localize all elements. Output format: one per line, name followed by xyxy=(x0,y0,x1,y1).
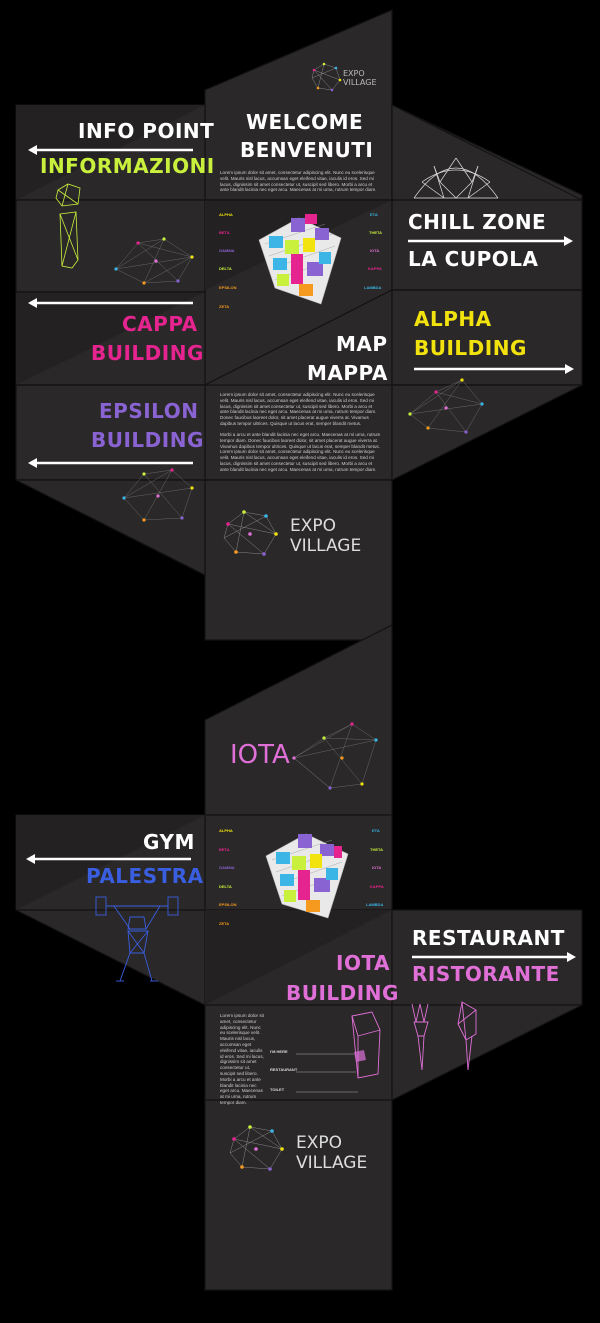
chill-zone-title-it: LA CUPOLA xyxy=(408,247,539,271)
arrow-right-icon xyxy=(414,364,574,374)
welcome-title-it: BENVENUTI xyxy=(240,138,374,162)
iota-building-title-building: BUILDING xyxy=(286,981,399,1005)
alpha-title: ALPHA xyxy=(414,307,492,331)
map-title-it: MAPPA xyxy=(307,361,388,385)
network-constellation-icon xyxy=(408,378,484,434)
restaurant-title: RESTAURANT xyxy=(412,926,565,950)
arrow-left-icon xyxy=(28,458,193,468)
expo-village-logo xyxy=(311,62,342,92)
cappa-title-building: BUILDING xyxy=(91,341,204,365)
epsilon-title: EPSILON xyxy=(99,399,199,423)
epsilon-title-building: BUILDING xyxy=(91,428,204,452)
map-title: MAP xyxy=(336,332,388,356)
arrow-right-icon xyxy=(412,952,576,962)
logo-big-line1-2: EXPO xyxy=(296,1133,343,1153)
map-label: IOTA xyxy=(372,865,382,870)
map-body-1: Lorem ipsum dolor sit amet, consectetur … xyxy=(220,392,377,426)
sheet1-background xyxy=(15,9,583,641)
arrow-left-icon xyxy=(28,298,193,308)
gym-title-it: PALESTRA xyxy=(86,864,204,888)
logo-big-line2-2: VILLAGE xyxy=(296,1153,368,1173)
network-constellation-icon xyxy=(292,722,378,790)
fork-knife-icon xyxy=(411,1001,477,1071)
map-label: BETA xyxy=(219,230,230,235)
cappa-title: CAPPA xyxy=(122,312,198,336)
expo-village-logo xyxy=(229,1125,284,1171)
network-constellation-icon xyxy=(114,237,194,285)
map-label: THETA xyxy=(369,230,383,235)
map-body-2: Morbi a arcu et ante blandit lacinia nec… xyxy=(220,432,381,472)
info-point-title-it: INFORMAZIONI xyxy=(40,154,215,178)
alpha-title-building: BUILDING xyxy=(414,336,527,360)
map-label: ZETA xyxy=(219,304,230,309)
expo-village-logo xyxy=(223,510,278,556)
logo-top-line1: EXPO xyxy=(343,69,365,78)
logo-top-line2: VILLAGE xyxy=(343,78,377,87)
iota-logo-text: IOTA xyxy=(230,740,290,770)
floor-label-restaurant: RESTAURANT xyxy=(270,1067,298,1072)
welcome-body: Lorem ipsum dolor sit amet, consectetur … xyxy=(220,170,377,193)
info-kiosk-icon xyxy=(55,183,81,269)
map-label: GAMMA xyxy=(219,248,235,253)
map-label: LAMBDA xyxy=(366,902,384,907)
map-label: KAPPA xyxy=(370,884,384,889)
map-label: THETA xyxy=(370,847,384,852)
map-label: LAMBDA xyxy=(364,285,382,290)
map-label: ETA xyxy=(372,828,380,833)
restaurant-title-it: RISTORANTE xyxy=(412,962,560,986)
map-label: BETA xyxy=(219,847,230,852)
map-label: ZETA xyxy=(219,921,230,926)
chill-zone-title: CHILL ZONE xyxy=(408,210,547,234)
map-label: IOTA xyxy=(370,248,380,253)
gym-title: GYM xyxy=(143,830,195,854)
map-label: DELTA xyxy=(219,884,232,889)
geodesic-dome-icon xyxy=(413,157,499,199)
map-label: EPSILON xyxy=(219,902,237,907)
map-label: EPSILON xyxy=(219,285,237,290)
iota-body: Lorem ipsum dolor sit amet, consectetur … xyxy=(220,1013,264,1105)
logo-big-line2: VILLAGE xyxy=(290,536,362,556)
arrow-right-icon xyxy=(408,236,573,246)
map-label: KAPPA xyxy=(368,266,382,271)
map-label: ALPHA xyxy=(219,828,233,833)
arrow-left-icon xyxy=(26,854,191,864)
weightlifter-icon xyxy=(95,896,179,982)
logo-big-line1: EXPO xyxy=(290,516,337,536)
map-label: ALPHA xyxy=(219,212,233,217)
arrow-left-icon xyxy=(28,145,193,155)
network-constellation-icon xyxy=(122,468,194,522)
map-label: ETA xyxy=(370,212,378,217)
isometric-map-icon xyxy=(265,833,349,919)
floor-label-toilet: TOILET xyxy=(270,1087,285,1092)
map-label: DELTA xyxy=(219,266,232,271)
isometric-map-icon xyxy=(258,214,342,305)
floor-label-here: I'M HERE xyxy=(270,1049,288,1054)
iota-building-title: IOTA xyxy=(336,951,391,975)
info-point-title: INFO POINT xyxy=(78,119,215,143)
map-label: GAMMA xyxy=(219,865,235,870)
building-floor-icon xyxy=(296,1011,381,1093)
welcome-title: WELCOME xyxy=(246,110,364,134)
